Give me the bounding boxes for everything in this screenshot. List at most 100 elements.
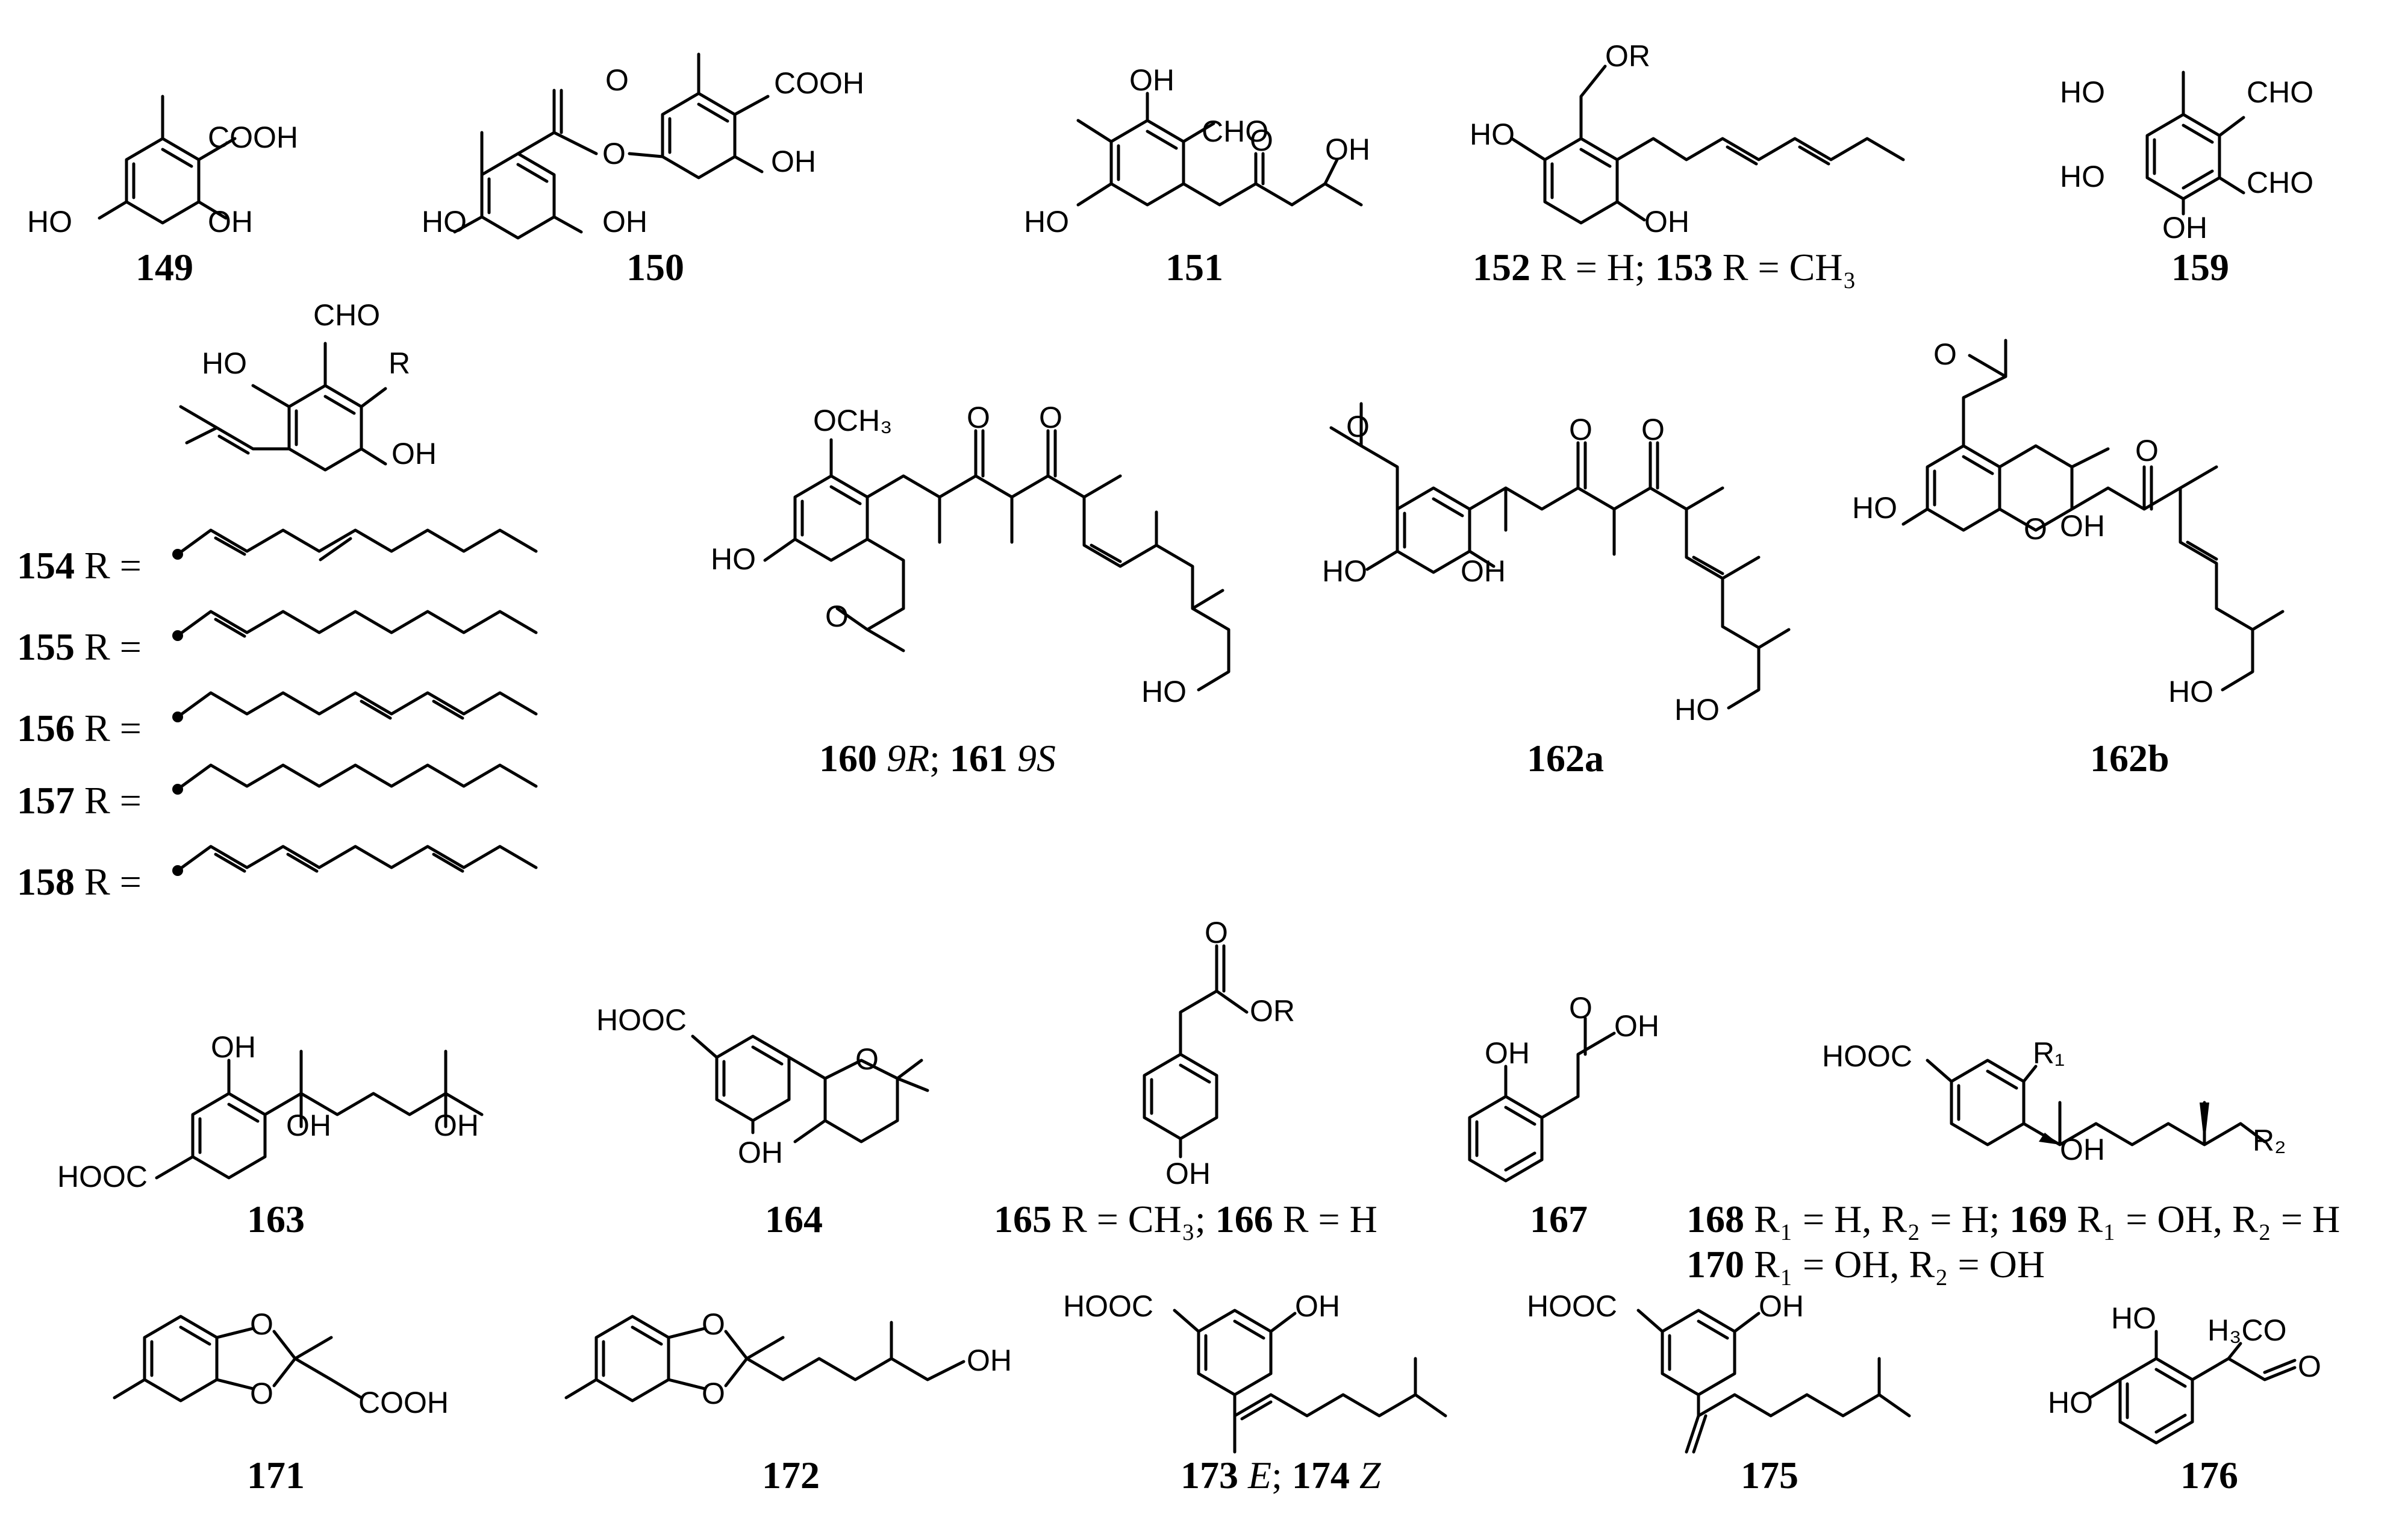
label-cho-b: CHO <box>2247 166 2313 199</box>
label-ho-top: HO <box>2111 1301 2156 1335</box>
label-hooc: HOOC <box>1527 1289 1617 1323</box>
label-oh: OH <box>967 1344 1012 1377</box>
caption-149: 149 <box>136 246 193 289</box>
caption-162b: 162b <box>2090 737 2169 780</box>
structure-151: OH CHO O OH HO <box>1024 63 1370 239</box>
label-cho: CHO <box>313 298 380 332</box>
caption-176: 176 <box>2180 1454 2238 1497</box>
label-oh-ring: OH <box>1485 1036 1530 1070</box>
label-oh: OH <box>2060 509 2105 543</box>
structure-152-153: OR HO OH <box>1470 39 1905 239</box>
label-ho: HO <box>27 205 72 239</box>
caption-152-153: 152 R = H; 153 R = CH₃ <box>1473 246 1856 289</box>
label-oh-b: OH <box>434 1109 479 1142</box>
caption-162a: 162a <box>1527 737 1604 780</box>
structure-150: O O COOH HO OH OH <box>422 52 864 240</box>
label-o-carbonyl: O <box>605 63 629 97</box>
label-o-ester: O <box>602 137 626 170</box>
caption-157: 157 R = <box>17 779 142 822</box>
structure-162a: O O O HO OH HO <box>1322 402 1791 727</box>
label-r1: R₁ <box>2033 1036 2065 1070</box>
caption-165-166: 165 R = CH₃; 166 R = H <box>994 1198 1377 1240</box>
r-chain-156 <box>176 691 538 719</box>
label-o-a: O <box>250 1307 273 1341</box>
caption-155: 155 R = <box>17 625 142 668</box>
structure-149: COOH HO OH <box>27 95 298 239</box>
r-chain-158 <box>176 845 538 872</box>
label-h3co: H₃CO <box>2207 1313 2286 1347</box>
label-cho: CHO <box>1202 114 1268 148</box>
label-o-ring: O <box>855 1042 879 1076</box>
r-chain-154 <box>176 528 538 556</box>
label-ho-side: HO <box>2048 1386 2093 1419</box>
caption-159: 159 <box>2171 246 2229 289</box>
label-oh: OH <box>208 205 253 239</box>
structure-173-174: HOOC OH <box>1063 1289 1447 1454</box>
caption-158: 158 R = <box>17 860 142 903</box>
label-oh: OH <box>2060 1133 2105 1166</box>
caption-160-161: 160 9R; 161 9S <box>819 737 1056 780</box>
label-o-ketone: O <box>2135 434 2159 468</box>
caption-167: 167 <box>1530 1198 1588 1240</box>
label-r: R <box>388 346 410 380</box>
label-ho-ring: HO <box>711 542 756 576</box>
label-ho: HO <box>1024 205 1069 239</box>
structure-164: HOOC O OH <box>596 1003 929 1169</box>
label-oh-ring: OH <box>211 1030 256 1064</box>
label-oh: OH <box>1759 1289 1804 1323</box>
structure-167: OH O OH <box>1468 991 1659 1183</box>
label-o-a: O <box>967 401 990 434</box>
label-o: O <box>1569 991 1592 1025</box>
structure-176: HO H₃CO O HO <box>2048 1301 2321 1445</box>
label-o: O <box>1250 124 1273 157</box>
caption-172: 172 <box>762 1454 820 1497</box>
label-o-b: O <box>1641 413 1665 446</box>
label-o-b: O <box>702 1377 725 1410</box>
caption-163: 163 <box>247 1198 305 1240</box>
label-oh: OH <box>1295 1289 1340 1323</box>
caption-156: 156 R = <box>17 707 142 749</box>
label-o: O <box>1205 916 1228 949</box>
caption-150: 150 <box>626 246 684 289</box>
label-ho-chain: HO <box>1141 675 1187 709</box>
label-oh-top: OH <box>1129 63 1174 97</box>
label-ho: HO <box>1470 117 1515 151</box>
label-hooc: HOOC <box>1063 1289 1153 1323</box>
r-chain-157 <box>176 763 538 791</box>
label-oh: OH <box>2162 211 2207 245</box>
label-oh-acid: OH <box>1614 1009 1659 1043</box>
label-hooc: HOOC <box>1822 1039 1912 1073</box>
label-cooh: COOH <box>358 1386 449 1419</box>
label-o-acetyl: O <box>1933 337 1957 371</box>
label-ho-b: HO <box>2060 160 2105 193</box>
label-hooc: HOOC <box>596 1003 687 1037</box>
label-o-a: O <box>702 1307 725 1341</box>
label-hooc: HOOC <box>57 1160 148 1193</box>
label-o-acetyl: O <box>1346 410 1370 443</box>
caption-170: 170 R₁ = OH, R₂ = OH <box>1686 1243 2045 1286</box>
label-oh-a: OH <box>286 1109 331 1142</box>
structure-172: O O OH <box>564 1307 1012 1410</box>
label-or: OR <box>1250 994 1295 1028</box>
structure-154-158: CHO HO R OH <box>179 298 437 472</box>
label-o-b: O <box>250 1377 273 1410</box>
label-oh: OH <box>1644 205 1689 239</box>
label-oh: OH <box>1165 1157 1211 1190</box>
caption-175: 175 <box>1741 1454 1798 1497</box>
caption-173-174: 173 E; 174 Z <box>1181 1454 1382 1497</box>
label-o-ring: O <box>2024 512 2047 546</box>
caption-154: 154 R = <box>17 544 142 587</box>
label-ho: HO <box>422 205 467 239</box>
label-o-b: O <box>1039 401 1062 434</box>
label-o-ketone: O <box>825 599 849 633</box>
caption-168-169: 168 R₁ = H, R₂ = H; 169 R₁ = OH, R₂ = H <box>1686 1198 2340 1240</box>
caption-164: 164 <box>765 1198 823 1240</box>
structure-160-161: OCH₃ O O HO O HO <box>711 401 1231 709</box>
label-oh-b: OH <box>771 145 816 178</box>
caption-171: 171 <box>247 1454 305 1497</box>
structure-171: O O COOH <box>113 1307 449 1419</box>
label-o: O <box>2298 1350 2321 1383</box>
label-oh: OH <box>391 437 437 471</box>
caption-151: 151 <box>1165 246 1223 289</box>
